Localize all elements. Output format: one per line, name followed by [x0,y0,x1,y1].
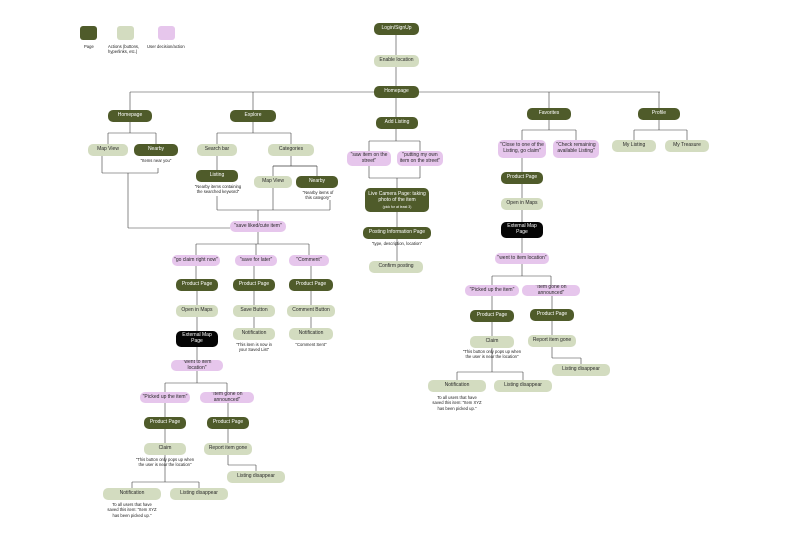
my-listing-node: My Listing [612,140,656,152]
legend-action-swatch [117,26,134,40]
enable-location-node: Enable location [374,55,419,67]
legend-page-swatch [80,26,97,40]
notification-picked-node: Notification [103,488,161,500]
explore-node: Explore [230,110,276,122]
favorites-went-location-node: "went to item location" [495,253,549,264]
favorites-picked-note: To all users that have saved this item: … [432,395,482,411]
listing-disappear-b-node: Listing disappear [170,488,228,500]
legend-page-label: Page [84,44,94,49]
favorites-item-gone-node: "Item gone on announced" [522,285,580,296]
putting-own-item-node: "putting my own item on the street" [397,151,443,166]
check-remaining-node: "Check remaining available Listing" [553,140,599,158]
login-signup-node: Login/SignUp [374,23,419,35]
listing-node: Listing [196,170,238,182]
favorites-picked-up-node: "Picked up the item" [465,285,519,296]
my-treasure-node: My Treasure [665,140,709,152]
favorites-product-page-picked-node: Product Page [470,310,514,322]
comment-decision-node: "Comment" [289,255,329,266]
favorites-listing-disappear-a-node: Listing disappear [552,364,610,376]
nearby-node: Nearby [134,144,178,156]
comment-sent-note: "Comment Sent" [295,342,327,347]
close-to-listing-node: "Close to one of the Listing, go claim" [498,140,546,158]
category-nearby-node: Nearby [296,176,338,188]
claim-button-note: "This button only pops up when the user … [135,457,195,468]
picked-up-notification-note: To all users that have saved this item: … [107,502,157,518]
live-camera-page-node: Live Camera Page: taking photo of the it… [365,188,429,212]
legend-decision-label: User decision/action [147,44,185,49]
homepage-branch-node: Homepage [108,110,152,122]
save-button-node: Save Button [233,305,275,317]
favorites-claim-node: Claim [470,336,514,348]
category-map-view-node: Map View [254,176,292,188]
open-in-maps-node: Open in Maps [176,305,218,317]
external-map-page-node: External Map Page [176,331,218,347]
profile-node: Profile [638,108,680,120]
nearby-items-category-note: "Nearby items of this category" [302,190,334,201]
favorites-open-maps-node: Open in Maps [501,198,543,210]
favorites-external-map-node: External Map Page [501,222,543,238]
item-gone-node: "Item gone on announced" [200,392,254,403]
posting-information-page-node: Posting Information Page [363,227,431,239]
categories-node: Categories [268,144,314,156]
picked-up-item-node: "Picked up the item" [140,392,190,403]
favorites-notification-node: Notification [428,380,486,392]
favorites-product-page-node: Product Page [501,172,543,184]
product-page-gone-node: Product Page [207,417,249,429]
product-page-claim-node: Product Page [176,279,218,291]
comment-button-node: Comment Button [287,305,335,317]
favorites-product-page-gone-node: Product Page [530,309,574,321]
save-for-later-node: "save for later" [235,255,277,266]
favorites-report-gone-node: Report item gone [528,335,576,347]
legend-action-label: Actions (buttons, hyperlinks, etc.) [108,44,140,55]
favorites-node: Favorites [527,108,571,120]
notification-save-node: Notification [233,328,275,340]
favorites-listing-disappear-b-node: Listing disappear [494,380,552,392]
product-page-comment-node: Product Page [289,279,333,291]
saw-item-street-node: "saw item on the street" [347,151,391,166]
favorites-claim-note: "This button only pops up when the user … [462,349,522,360]
notification-comment-node: Notification [289,328,333,340]
items-near-you-note: "Items near you" [140,158,172,163]
save-liked-item-node: "save liked/cute item" [230,221,286,232]
listing-disappear-a-node: Listing disappear [227,471,285,483]
search-bar-node: Search bar [197,144,237,156]
add-listing-node: Add Listing [376,117,418,129]
homepage-node: Homepage [374,86,419,98]
claim-button-node: Claim [144,443,186,455]
report-item-gone-node: Report item gone [204,443,252,455]
type-description-note: "type, description, location" [371,241,423,246]
pick-at-least-note: (pick for at least 3) [382,205,412,209]
went-to-location-node: "went to item location" [171,360,223,371]
product-page-save-node: Product Page [233,279,275,291]
saved-list-note: "This item is now in your Saved List" [236,342,272,353]
map-view-node: Map View [88,144,128,156]
confirm-posting-node: Confirm posting [369,261,423,273]
nearby-items-keyword-note: "Nearby items containing the searched ke… [194,184,242,195]
legend-decision-swatch [158,26,175,40]
product-page-picked-node: Product Page [144,417,186,429]
go-claim-now-node: "go claim right now" [172,255,220,266]
